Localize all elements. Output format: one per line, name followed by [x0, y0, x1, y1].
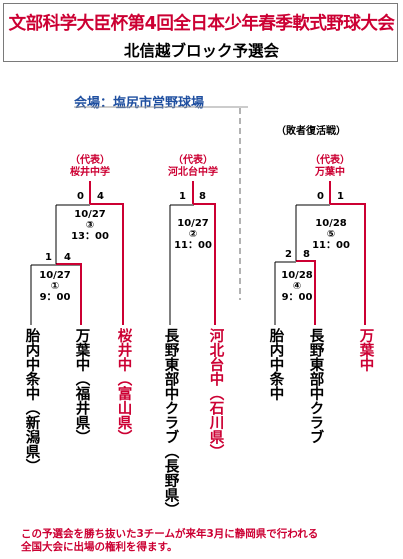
winner-b-name: 河北台中学	[168, 167, 218, 178]
team-tainai-nakajo-consolation: 胎内中条中	[267, 328, 284, 401]
g1-score-right: 4	[64, 252, 71, 263]
tournament-subtitle: 北信越ブロック予選会	[123, 42, 279, 60]
g5-score-left: 0	[317, 191, 324, 202]
g3-time: 13：00	[71, 231, 109, 242]
team-manyo-consolation: 万葉中	[357, 328, 374, 372]
note-line-2: 全国大会に出場の権利を得ます。	[21, 541, 178, 553]
g4-score-right: 8	[303, 249, 310, 260]
winner-c-name: 万葉中	[315, 167, 345, 178]
winner-b-rep: （代表）	[173, 155, 213, 166]
winner-a-rep: （代表）	[70, 155, 110, 166]
team-nagano-tobu-club-consolation: 長野東部中クラブ	[307, 328, 324, 444]
g2-score-right: 8	[199, 191, 206, 202]
g2-info: 10/27 ② 11：00	[165, 218, 221, 251]
consolation-label: （敗者復活戦）	[276, 126, 346, 137]
team-kahokudai-ishikawa: 河北台中（石川県）	[207, 328, 224, 459]
g2-time: 11：00	[174, 240, 212, 251]
g5-score-right: 1	[337, 191, 344, 202]
tournament-title: 文部科学大臣杯第4回全日本少年春季軟式野球大会	[8, 14, 395, 34]
g4-no: ④	[292, 281, 302, 292]
g3-score-right: 4	[97, 191, 104, 202]
team-tainai-nakajo-niigata: 胎内中条中（新潟県）	[23, 328, 40, 473]
g1-score-left: 1	[45, 252, 52, 263]
note-line-1: この予選会を勝ち抜いた3チームが来年3月に静岡県で行われる	[21, 528, 319, 540]
qualification-note: この予選会を勝ち抜いた3チームが来年3月に静岡県で行われる 全国大会に出場の権利…	[21, 528, 318, 554]
g3-date: 10/27	[74, 209, 106, 220]
g5-info: 10/28 ⑤ 11：00	[303, 218, 359, 251]
g2-date: 10/27	[177, 218, 209, 229]
team-manyo-fukui: 万葉中（福井県）	[73, 328, 90, 444]
team-nagano-tobu-club-nagano: 長野東部中クラブ（長野県）	[162, 328, 179, 517]
g5-no: ⑤	[326, 229, 336, 240]
g2-score-left: 1	[179, 191, 186, 202]
winner-a-name: 桜井中学	[70, 167, 110, 178]
g1-time: 9：00	[39, 292, 71, 303]
g1-info: 10/27 ① 9：00	[27, 270, 83, 303]
g3-no: ③	[85, 220, 95, 231]
g5-date: 10/28	[315, 218, 347, 229]
g4-info: 10/28 ④ 9：00	[269, 270, 325, 303]
g3-score-left: 0	[77, 191, 84, 202]
winner-c-rep: （代表）	[310, 155, 350, 166]
g5-time: 11：00	[312, 240, 350, 251]
team-sakurai-toyama: 桜井中（富山県）	[115, 328, 132, 444]
g4-score-left: 2	[285, 249, 292, 260]
g3-info: 10/27 ③ 13：00	[62, 209, 118, 242]
g4-date: 10/28	[281, 270, 313, 281]
g2-no: ②	[188, 229, 198, 240]
g1-no: ①	[50, 281, 60, 292]
title-box: 文部科学大臣杯第4回全日本少年春季軟式野球大会 北信越ブロック予選会	[3, 3, 398, 62]
g1-date: 10/27	[39, 270, 71, 281]
g4-time: 9：00	[281, 292, 313, 303]
